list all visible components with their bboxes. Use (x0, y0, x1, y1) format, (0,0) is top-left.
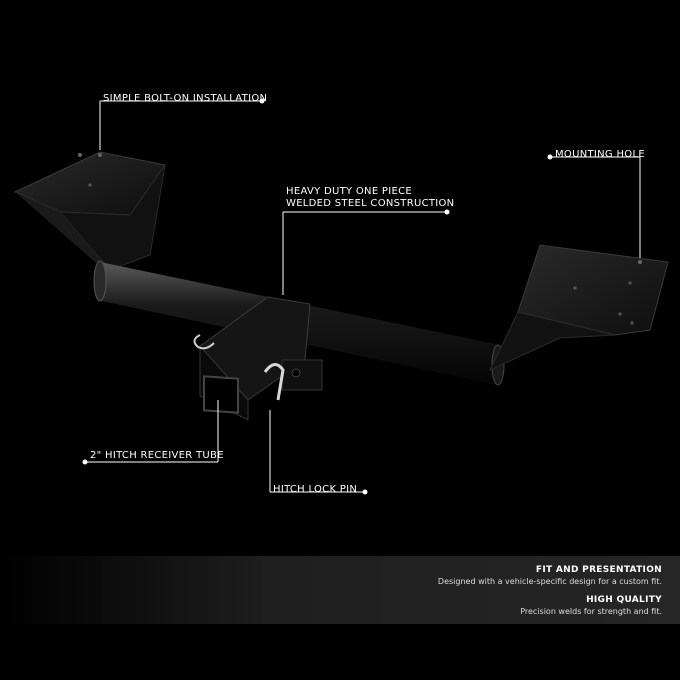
callout-lock-pin: HITCH LOCK PIN (273, 484, 358, 495)
callout-mounting-hole: MOUNTING HOLE (555, 149, 645, 160)
right-bracket (488, 244, 669, 372)
callout-bolt-on: SIMPLE BOLT-ON INSTALLATION (103, 93, 268, 104)
callout-receiver: 2" HITCH RECEIVER TUBE (90, 450, 224, 461)
feature-title-fit: FIT AND PRESENTATION (535, 565, 662, 575)
hitch-pin (193, 334, 285, 401)
feature-title-quality: HIGH QUALITY (586, 595, 662, 605)
feature-desc-quality: Precision welds for strength and fit. (520, 607, 662, 616)
callout-heavy-duty-line2: WELDED STEEL CONSTRUCTION (286, 198, 455, 209)
callout-heavy-duty-line1: HEAVY DUTY ONE PIECE (286, 186, 413, 197)
left-bracket (13, 151, 166, 271)
feature-banner: FIT AND PRESENTATION Designed with a veh… (0, 556, 680, 624)
feature-desc-fit: Designed with a vehicle-specific design … (437, 577, 662, 586)
callout-lines (82, 98, 641, 495)
